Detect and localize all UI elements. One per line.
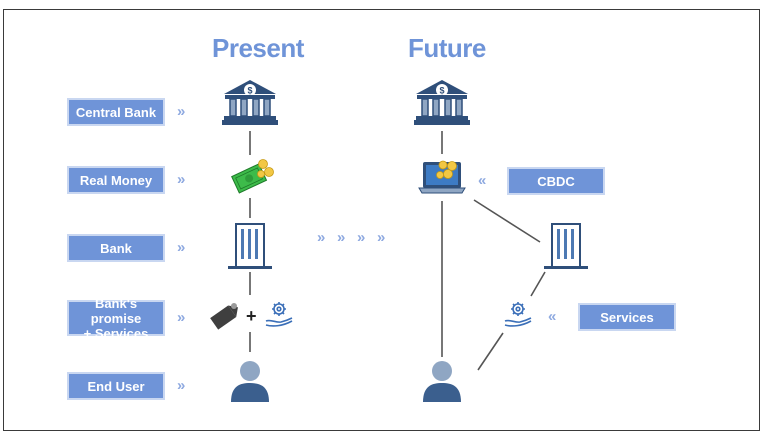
label-cbdc: CBDC [507, 167, 605, 195]
money-icon [231, 159, 274, 194]
future-heading: Future [408, 33, 486, 63]
label-end-user: End User [67, 372, 165, 400]
tag-icon [210, 303, 238, 330]
plus-sign: + [246, 306, 257, 326]
gear-hand-icon [504, 302, 532, 327]
bank-icon: $ [414, 80, 470, 125]
gear-hand-icon [265, 302, 293, 327]
user-icon [231, 361, 269, 402]
svg-text:$: $ [439, 86, 444, 96]
office-building-icon [544, 223, 588, 269]
label-real-money: Real Money [67, 166, 165, 194]
laptop-coins-icon [418, 160, 466, 194]
office-building-icon [228, 223, 272, 269]
label-services: Services [578, 303, 676, 331]
diagram-frame [3, 9, 760, 431]
connector-line [530, 271, 546, 297]
present-heading: Present [212, 33, 304, 63]
user-icon [423, 361, 461, 402]
svg-text:$: $ [247, 86, 252, 96]
bank-icon: $ [222, 80, 278, 125]
connector-line [473, 199, 541, 243]
connector-line [477, 332, 504, 371]
label-bank: Bank [67, 234, 165, 262]
label-central-bank: Central Bank [67, 98, 165, 126]
